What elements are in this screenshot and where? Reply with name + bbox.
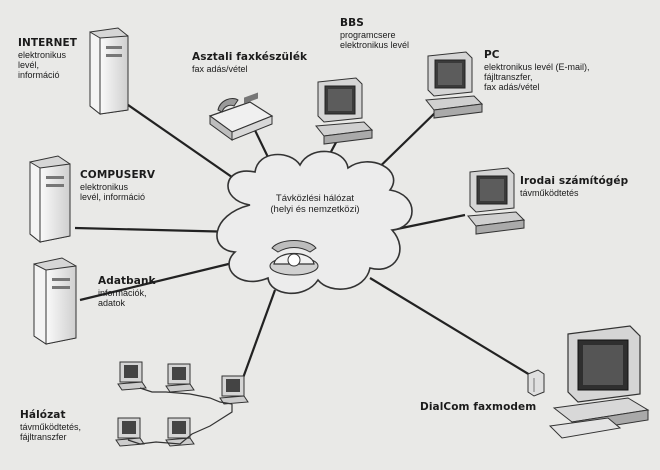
network-node-1	[117, 361, 147, 391]
pc-line-3: fax adás/vétel	[484, 81, 540, 92]
office-title: Irodai számítógép	[520, 175, 629, 187]
compuserv-server-icon	[29, 155, 71, 244]
network-label: Hálózat távműködtetés, fájltranszfer	[20, 409, 82, 442]
internet-line-3: információ	[18, 69, 60, 80]
network-title: Hálózat	[20, 409, 66, 421]
internet-line-1: elektronikus	[18, 49, 67, 60]
network-node-3	[219, 375, 249, 405]
cloud	[216, 150, 413, 295]
compuserv-title: COMPUSERV	[80, 169, 156, 181]
network-cabling	[127, 387, 233, 445]
network-node-4	[115, 417, 145, 447]
pc-line-1: elektronikus levél (E-mail),	[484, 61, 590, 72]
office-line-1: távműködtetés	[520, 187, 579, 198]
link-faxmodem	[369, 277, 536, 379]
network-node-2	[165, 363, 195, 393]
network-node-5	[165, 417, 195, 447]
link-compuserv	[74, 226, 239, 234]
fax-label: Asztali faxkészülék fax adás/vétel	[192, 51, 308, 74]
office-computer-icon	[467, 167, 526, 235]
network-line-2: fájltranszfer	[20, 431, 67, 442]
bbs-computer-icon	[315, 77, 374, 145]
bbs-label: BBS programcsere elektronikus levél	[340, 17, 410, 50]
link-database	[79, 258, 246, 302]
database-line-1: információk,	[98, 287, 147, 298]
fax-title: Asztali faxkészülék	[192, 51, 308, 63]
telephone-icon	[269, 240, 319, 276]
faxmodem-title: DialCom faxmodem	[420, 401, 537, 413]
modem-icon	[527, 369, 545, 397]
compuserv-line-1: elektronikus	[80, 181, 129, 192]
pc-line-2: fájltranszfer,	[484, 71, 533, 82]
cloud-line-1: Távközlési hálózat	[275, 193, 355, 204]
bbs-line-1: programcsere	[340, 29, 396, 40]
fax-line-1: fax adás/vétel	[192, 63, 248, 74]
internet-label: INTERNET elektronikus levél, információ	[18, 37, 78, 80]
pc-title: PC	[484, 49, 500, 61]
internet-server-icon	[89, 27, 129, 116]
link-office	[391, 213, 466, 232]
bbs-line-2: elektronikus levél	[340, 39, 410, 50]
database-title: Adatbank	[98, 275, 156, 287]
faxmodem-label: DialCom faxmodem	[420, 401, 537, 414]
office-label: Irodai számítógép távműködtetés	[520, 175, 629, 198]
compuserv-line-2: levél, információ	[80, 191, 146, 202]
pc-computer-icon	[425, 51, 484, 119]
database-label: Adatbank információk, adatok	[98, 275, 156, 308]
database-server-icon	[33, 257, 77, 345]
dialcom-computer-icon	[548, 325, 650, 439]
pc-label: PC elektronikus levél (E-mail), fájltran…	[484, 49, 590, 92]
compuserv-label: COMPUSERV elektronikus levél, információ	[80, 169, 156, 202]
bbs-title: BBS	[340, 17, 364, 29]
internet-line-2: levél,	[18, 59, 40, 70]
cloud-label: Távközlési hálózat (helyi és nemzetközi)	[240, 193, 390, 216]
database-line-2: adatok	[98, 297, 126, 308]
cloud-line-2: (helyi és nemzetközi)	[270, 204, 360, 216]
network-line-1: távműködtetés,	[20, 421, 82, 432]
fax-machine-icon	[208, 92, 274, 141]
network-computers-icon	[115, 361, 249, 447]
cloud-shape	[216, 150, 413, 295]
internet-title: INTERNET	[18, 37, 78, 49]
